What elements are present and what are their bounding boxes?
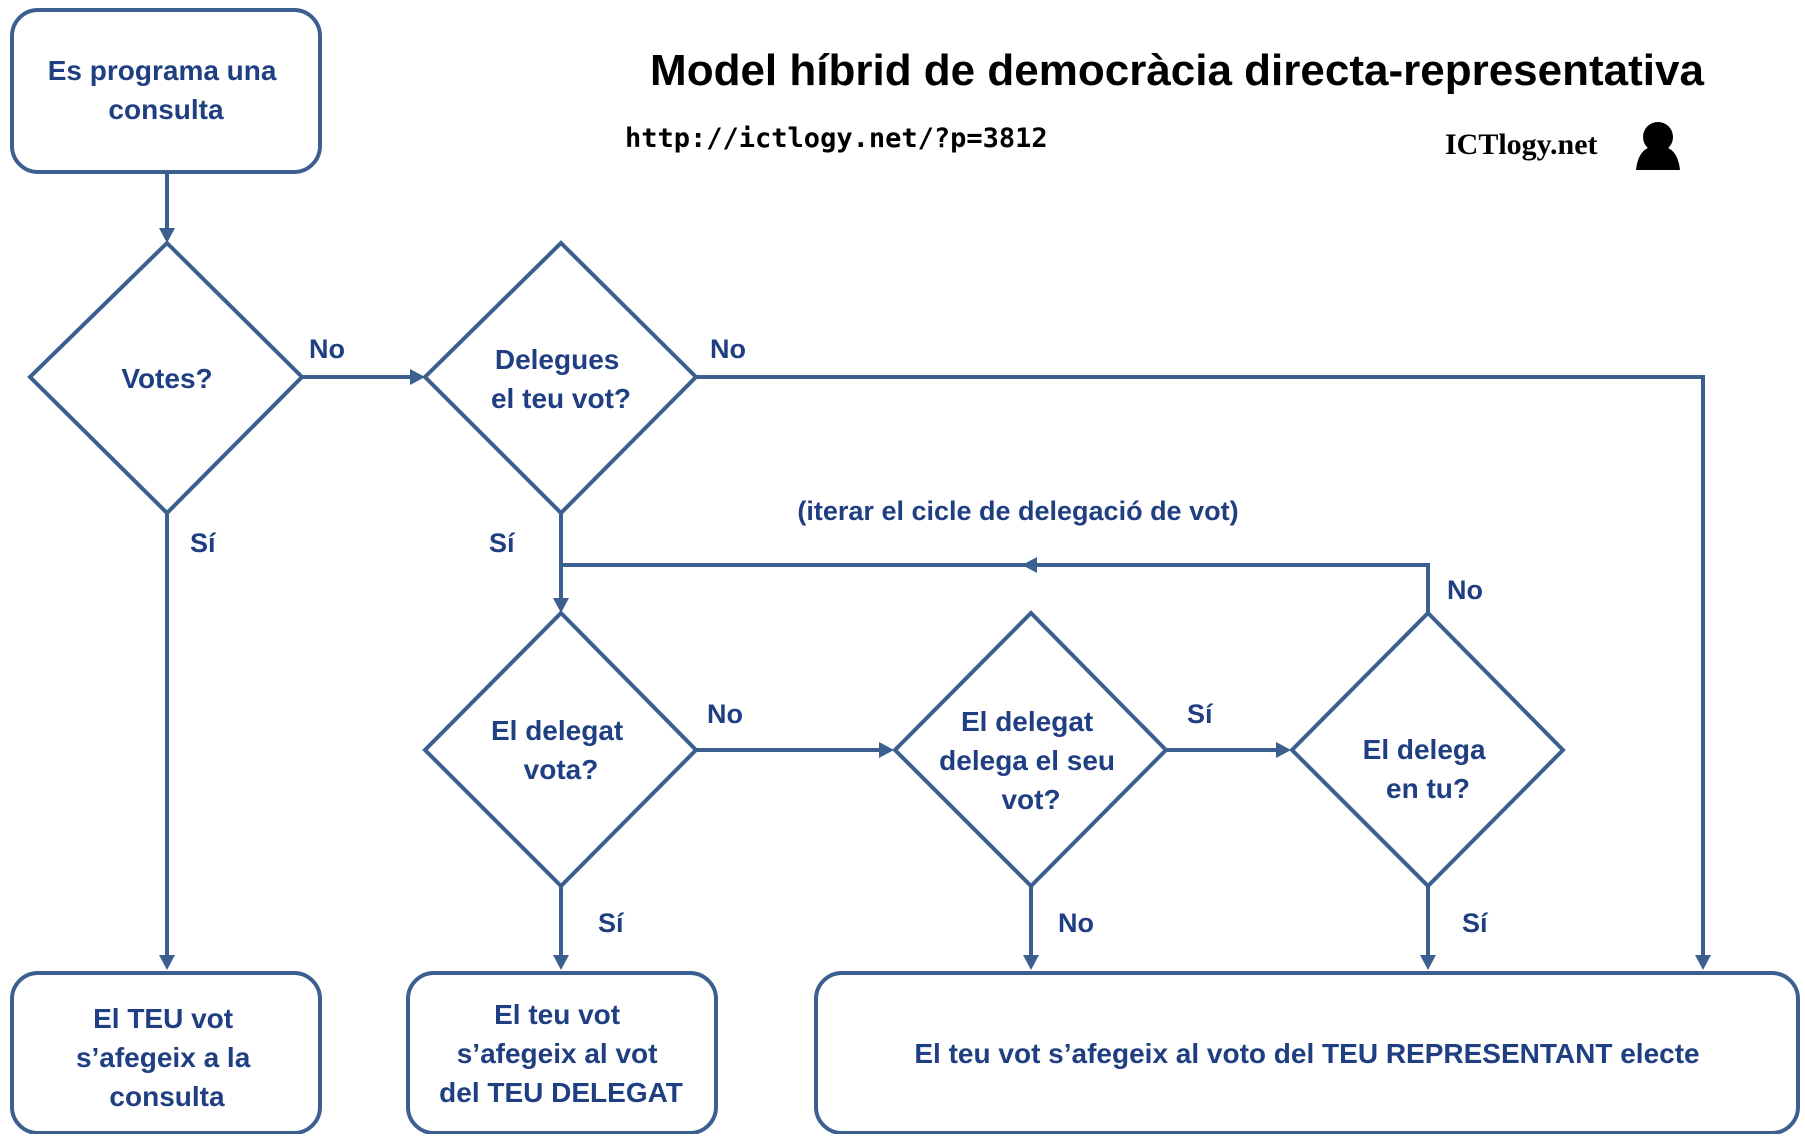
label-delegate-si: Sí <box>489 528 516 558</box>
start-box <box>10 8 322 174</box>
diamond <box>1289 610 1566 889</box>
decision-delegate-votes: El delegat vota? <box>422 610 699 889</box>
decision-delegate-text: Delegues el teu vot? <box>491 344 631 414</box>
diamond <box>892 610 1169 889</box>
decision-delegates-to-you-text: El delega en tu? <box>1363 734 1494 804</box>
diamond <box>422 240 699 516</box>
result-representative-text: El teu vot s’afegeix al voto del TEU REP… <box>914 1038 1699 1069</box>
node-start: Es programa una consulta <box>10 8 322 174</box>
person-silhouette-icon <box>1636 122 1680 170</box>
diamond <box>422 610 699 889</box>
arrowhead <box>159 955 175 970</box>
edges <box>159 172 1711 970</box>
arrowhead <box>1276 742 1291 758</box>
result-delegate-box <box>406 971 718 1135</box>
result-direct-text: El TEU vot s’afegeix a la consulta <box>76 1003 258 1112</box>
decision-votes: Votes? <box>27 240 305 516</box>
diagram-title: Model híbrid de democràcia directa-repre… <box>650 46 1704 95</box>
arrowhead <box>879 742 894 758</box>
arrowhead <box>1695 955 1711 970</box>
label-delegate-delegates-si: Sí <box>1187 699 1214 729</box>
decision-delegate-delegates-text: El delegat delega el seu vot? <box>939 706 1123 815</box>
arrowhead <box>410 369 425 385</box>
result-delegate: El teu vot s’afegeix al vot del TEU DELE… <box>406 971 718 1135</box>
result-direct: El TEU vot s’afegeix a la consulta <box>10 971 322 1135</box>
decision-votes-text: Votes? <box>121 363 212 394</box>
loop-note: (iterar el cicle de delegació de vot) <box>797 496 1238 526</box>
result-representative: El teu vot s’afegeix al voto del TEU REP… <box>814 971 1800 1135</box>
brand-logo-text: ICTlogy.net <box>1445 128 1598 161</box>
arrowhead <box>159 228 175 243</box>
edge-delegate-no <box>695 375 1705 957</box>
start-text: Es programa una consulta <box>48 55 285 125</box>
result-representative-box <box>814 971 1800 1135</box>
arrowhead <box>553 598 569 613</box>
label-delegates-to-you-si: Sí <box>1462 908 1489 938</box>
label-delegate-no: No <box>710 334 746 364</box>
arrowhead <box>1022 557 1037 573</box>
decision-delegate-votes-text: El delegat vota? <box>491 715 631 785</box>
decision-delegates-to-you: El delega en tu? <box>1289 610 1566 889</box>
arrowhead <box>1420 955 1436 970</box>
label-delegate-votes-no: No <box>707 699 743 729</box>
decision-delegate-delegates: El delegat delega el seu vot? <box>892 610 1169 889</box>
arrowhead <box>553 955 569 970</box>
result-direct-box <box>10 971 322 1135</box>
source-url: http://ictlogy.net/?p=3812 <box>625 123 1048 154</box>
diamond <box>27 240 305 516</box>
label-delegates-to-you-no: No <box>1447 575 1483 605</box>
label-delegate-votes-si: Sí <box>598 908 625 938</box>
label-votes-si: Sí <box>190 528 217 558</box>
arrowhead <box>1023 955 1039 970</box>
result-delegate-text: El teu vot s’afegeix al vot del TEU DELE… <box>439 999 683 1108</box>
edge-labels: No Sí No Sí (iterar el cicle de delegaci… <box>190 334 1489 938</box>
edge-loop-back <box>561 563 1430 613</box>
label-votes-no: No <box>309 334 345 364</box>
label-delegate-delegates-no: No <box>1058 908 1094 938</box>
decision-delegate: Delegues el teu vot? <box>422 240 699 516</box>
